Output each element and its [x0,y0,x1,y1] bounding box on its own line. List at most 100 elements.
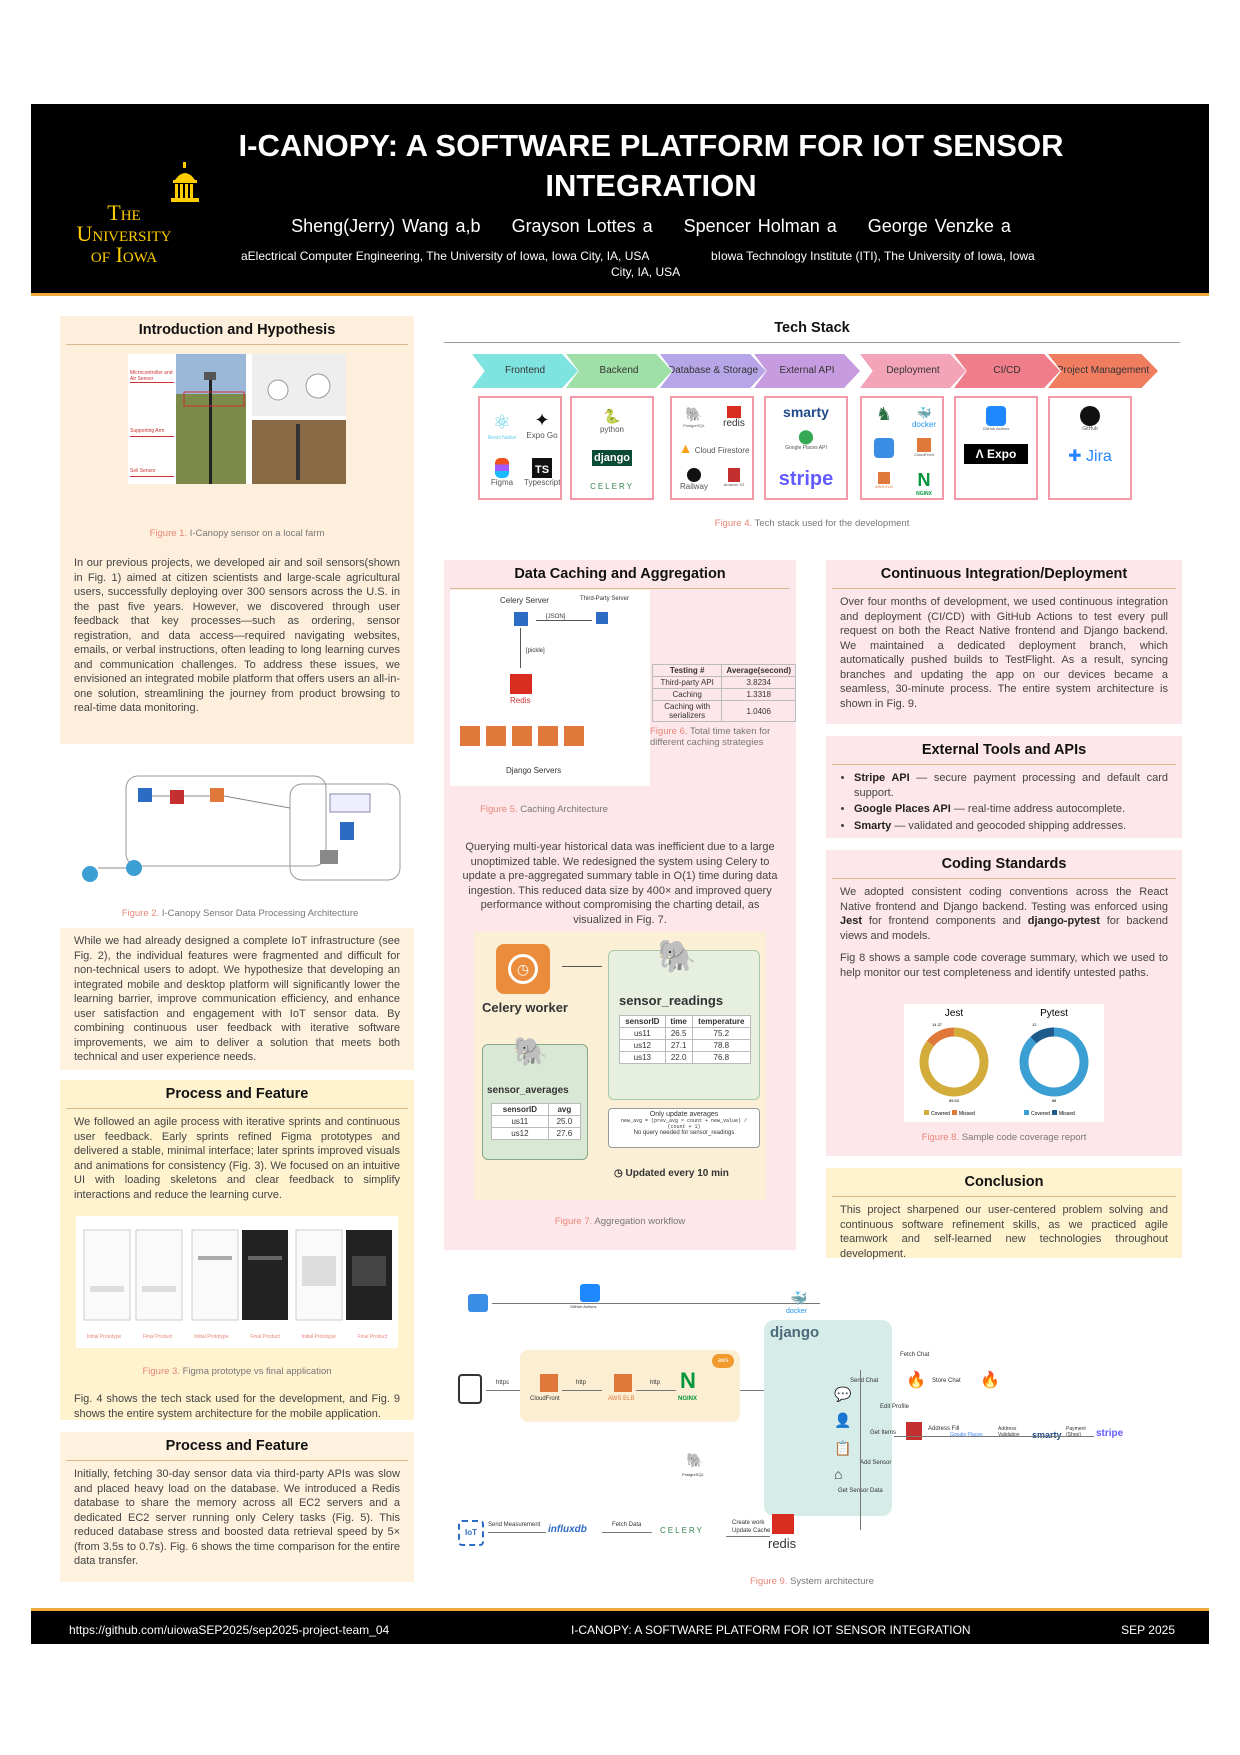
expo-go-item: ✦Expo Go [524,410,560,440]
fig6-caption-text: Total time taken for different caching s… [650,726,771,748]
category-deployment: Deployment [860,354,966,388]
third-party-label: Third-Party Server [580,596,630,602]
table-cell: us11 [491,1115,549,1128]
http-connector-2 [636,1390,676,1391]
firestore-item: ▲ Cloud Firestore [676,440,752,456]
author-3: Spencer Holman a [683,216,837,236]
fig1-caption-text: I-Canopy sensor on a local farm [189,528,325,539]
table-cell: 27.1 [664,1039,693,1052]
author-2: Grayson Lottes a [511,216,653,236]
fig1-label-soil: Soil Sensor [130,468,156,474]
docker-label: docker [911,420,936,429]
stack-backend: 🐍python django CELERY [570,396,654,500]
cloudfront-label: CloudFront [530,1396,560,1402]
fig4-caption-num: Figure 4. [714,518,753,529]
google-places-item: ⬤Google Places API [766,428,846,451]
table-cell: us12 [619,1039,666,1052]
update-note-title: Only update averages [649,1111,719,1118]
aws-container: aws CloudFront http AWS ELB http N NGINX [520,1350,740,1422]
https-label: https [496,1380,510,1386]
fig6-caption-num: Figure 6. [650,726,688,737]
github-actions-label: GitHub Actions [982,426,1010,431]
footer: https://github.com/uiowaSEP2025/sep2025-… [31,1608,1209,1644]
fig7-caption-text: Aggregation workflow [594,1216,686,1227]
intro-paragraph-2: While we had already designed a complete… [60,928,414,1070]
donut-covered-value: 85.63 [949,1098,960,1103]
fig2-caption-num: Figure 2. [121,908,160,919]
cicd-heading: Continuous Integration/Deployment [832,560,1176,589]
coding-paragraph-2: Fig 8 shows a sample code coverage summa… [840,952,1168,979]
process2-paragraph: Initially, fetching 30-day sensor data v… [74,1468,400,1567]
table-cell: 76.8 [691,1051,752,1064]
celery-label: CELERY [590,482,634,491]
figma-item: Figma [484,458,520,487]
tools-panel: External Tools and APIs Stripe API — sec… [826,736,1182,838]
fig9-caption: Figure 9. System architecture [444,1576,1180,1587]
fig6-timing-table: Testing #Average(second) Third-party API… [651,664,796,722]
typescript-label: Typescript [524,478,561,487]
http-label-1: http [576,1380,587,1386]
fig2-architecture-diagram: Figure 2. I-Canopy Sensor Data Processin… [70,748,410,919]
logo-line-1: The [107,200,141,225]
coding-heading: Coding Standards [832,850,1176,879]
table-header-cell: Average(second) [721,664,796,677]
postgres-icon: 🐘 [686,1452,704,1468]
fig3-caption-num: Figure 3. [142,1366,180,1377]
list-item: Google Places API — real-time address au… [854,802,1168,817]
django-server-row [460,726,640,746]
fig3-label-3: Initial Prototype [194,1334,229,1340]
table-cell: 75.2 [691,1027,752,1040]
coding-panel: Coding Standards We adopted consistent c… [826,850,1182,1156]
fig9-system-architecture: GitHub Actions 🐳 docker django 💬 👤 📋 ⌂ h… [450,1270,1180,1590]
fig4-caption-text: Tech stack used for the development [754,518,910,529]
updated-every-row: ◷ Updated every 10 min [614,1168,729,1179]
fig2-diagram-svg [82,775,401,882]
server-icon [460,726,480,746]
redis-icon [772,1514,794,1534]
tool-desc: — validated and geocoded shipping addres… [891,819,1127,832]
postgres-label: PostgreSQL [682,1472,704,1477]
update-note-box: Only update averages new_avg = (prev_avg… [608,1108,760,1148]
s3-label: Amazon S3 [723,482,745,487]
chat-icon: 💬 [834,1386,852,1402]
create-work-label: Create work [732,1520,765,1526]
fig2-caption-text: I-Canopy Sensor Data Processing Architec… [161,908,359,919]
fig1-caption: Figure 1. I-Canopy sensor on a local far… [60,528,414,539]
s3-item: Amazon S3 [716,468,752,487]
tool-desc: — real-time address autocomplete. [950,803,1126,815]
docker-connector [600,1303,820,1304]
legend-swatch [1052,1110,1057,1115]
react-icon: ⚛ [493,412,511,434]
table-cell: 22.0 [664,1051,693,1064]
home-icon: ⌂ [834,1466,843,1482]
donut-slice-covered [1019,1027,1089,1097]
django-badge: django [592,450,632,466]
firebase-flame-icon: 🔥 [906,1372,926,1389]
django-container: django 💬 👤 📋 ⌂ [764,1320,892,1516]
category-project-management: Project Management [1048,354,1158,388]
intro-heading: Introduction and Hypothesis [66,316,408,345]
iot-icon: IoT [458,1520,484,1546]
fig3-label-5: Initial Prototype [301,1334,336,1340]
conclusion-panel: Conclusion This project sharpened our us… [826,1168,1182,1260]
intro-panel: Introduction and Hypothesis Microcontrol… [60,316,414,744]
donut-title: Pytest [1040,1008,1068,1019]
expo-label: Expo [987,447,1017,461]
techstack-divider [444,342,1180,343]
footer-date: SEP 2025 [1121,1623,1175,1637]
fig3-label-1: Initial Prototype [86,1334,122,1340]
django-label: django [770,1324,820,1341]
table-header-cell: Testing # [651,664,723,677]
table-cell: 27.6 [547,1127,582,1140]
cloudfront-label: CloudFront [914,452,934,457]
docker-label: docker [786,1308,808,1315]
https-connector [486,1390,520,1391]
smarty-logo: smarty [1032,1430,1062,1440]
fig3-caption: Figure 3. Figma prototype vs final appli… [60,1366,414,1377]
send-measurement-label: Send Measurement [488,1522,541,1528]
footer-url[interactable]: https://github.com/uiowaSEP2025/sep2025-… [69,1623,390,1637]
testflight-item [866,438,902,458]
fig7-caption: Figure 7. Aggregation workflow [444,1216,796,1227]
